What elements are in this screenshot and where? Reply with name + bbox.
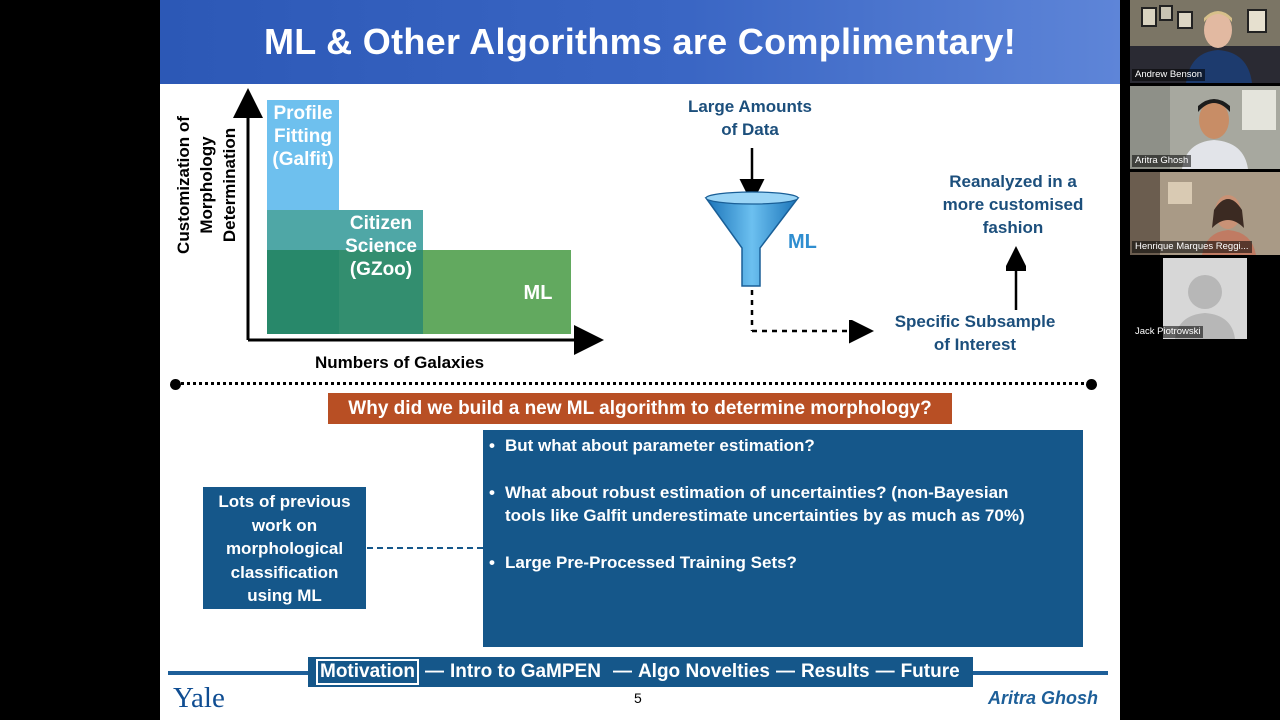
participant-tile[interactable]: Henrique Marques Reggi... — [1130, 172, 1280, 255]
slide-title: ML & Other Algorithms are Complimentary! — [263, 21, 1017, 62]
funnel-ml-label: ML — [788, 231, 817, 253]
section-nav-bar: Motivation — Intro to GaMPEN — Algo Nove… — [308, 657, 973, 687]
participant-name: Jack Piotrowski — [1132, 326, 1204, 338]
participant-tile[interactable]: Aritra Ghosh — [1130, 86, 1280, 169]
section-divider — [174, 382, 1092, 386]
participant-tile[interactable]: Jack Piotrowski — [1130, 257, 1280, 340]
participant-name: Aritra Ghosh — [1132, 155, 1192, 167]
funnel-icon — [704, 148, 800, 331]
y-axis-label: Customization of Morphology Determinatio… — [174, 116, 239, 254]
nav-results[interactable]: Results — [800, 661, 870, 682]
previous-work-box: Lots of previous work on morphological c… — [203, 487, 366, 609]
subsample-label: Specific Subsample of Interest — [894, 312, 1056, 354]
overlap-region-inner — [267, 250, 339, 334]
dashed-connector — [367, 547, 483, 549]
x-axis-label: Numbers of Galaxies — [315, 353, 485, 372]
reanalyzed-label: Reanalyzed in a more customised fashion — [942, 172, 1084, 237]
profile-fitting-label: Profile Fitting (Galfit) — [272, 103, 334, 170]
slide: ML & Other Algorithms are Complimentary!… — [160, 0, 1120, 720]
dashed-arrow — [752, 320, 874, 344]
divider-right-dot — [1086, 379, 1097, 390]
title-bar: ML & Other Algorithms are Complimentary! — [160, 0, 1120, 84]
questions-box: • But what about parameter estimation? •… — [483, 430, 1083, 647]
participant-name: Andrew Benson — [1132, 69, 1206, 81]
nav-separator: — — [875, 661, 895, 682]
question-banner: Why did we build a new ML algorithm to d… — [328, 393, 952, 424]
citizen-science-label: Citizen Science (GZoo) — [345, 213, 417, 280]
participant-name: Henrique Marques Reggi... — [1132, 241, 1252, 253]
chart-axes — [233, 88, 604, 355]
participant-tile[interactable]: Andrew Benson — [1130, 0, 1280, 83]
large-data-label: Large Amounts of Data — [687, 97, 813, 139]
nav-separator: — — [612, 661, 632, 682]
page-number: 5 — [634, 690, 642, 706]
nav-algo-novelties[interactable]: Algo Novelties — [637, 661, 770, 682]
nav-future[interactable]: Future — [900, 661, 960, 682]
avatar-placeholder-icon — [1188, 275, 1222, 309]
ml-bar-label: ML — [523, 282, 553, 304]
up-arrow — [1006, 246, 1026, 310]
yale-logo: Yale — [173, 682, 225, 714]
nav-separator: — — [775, 661, 795, 682]
nav-motivation[interactable]: Motivation — [316, 659, 419, 685]
nav-separator: — — [425, 661, 444, 682]
author-name: Aritra Ghosh — [988, 688, 1099, 708]
nav-intro[interactable]: Intro to GaMPEN — [450, 661, 601, 682]
